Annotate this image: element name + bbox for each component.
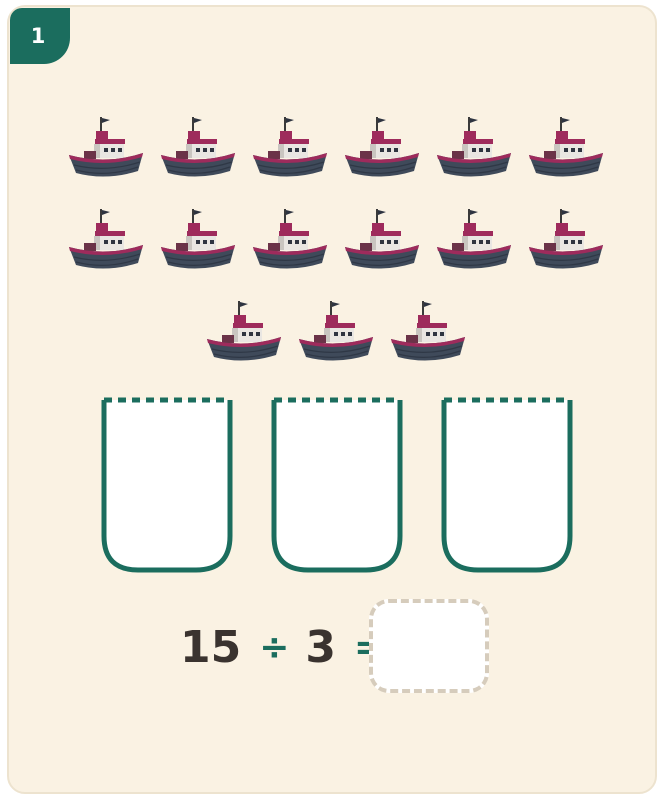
- group-basket-3[interactable]: [440, 396, 574, 574]
- dividend: 15: [180, 622, 241, 673]
- boat-row-2: [0, 207, 661, 277]
- boat-icon: [204, 299, 284, 369]
- boat-icon: [158, 115, 238, 185]
- boat-icon: [250, 207, 330, 277]
- boat-icon: [296, 299, 376, 369]
- divisor: 3: [305, 622, 336, 673]
- answer-input-box[interactable]: [369, 599, 489, 693]
- group-basket-2[interactable]: [270, 396, 404, 574]
- boat-icon: [342, 207, 422, 277]
- boat-row-3: [0, 299, 661, 369]
- boat-icon: [158, 207, 238, 277]
- problem-number: 1: [31, 24, 46, 48]
- boat-icon: [66, 115, 146, 185]
- boat-icon: [434, 207, 514, 277]
- boat-icon: [434, 115, 514, 185]
- boat-icon: [526, 115, 606, 185]
- boat-icon: [526, 207, 606, 277]
- boat-icon: [250, 115, 330, 185]
- boat-icon: [66, 207, 146, 277]
- boat-icon: [342, 115, 422, 185]
- division-sign: ÷: [259, 627, 289, 668]
- boat-icon: [388, 299, 468, 369]
- boat-row-1: [0, 115, 661, 185]
- problem-number-badge: 1: [10, 8, 70, 64]
- group-basket-1[interactable]: [100, 396, 234, 574]
- equation: 15 ÷ 3 =: [180, 618, 384, 676]
